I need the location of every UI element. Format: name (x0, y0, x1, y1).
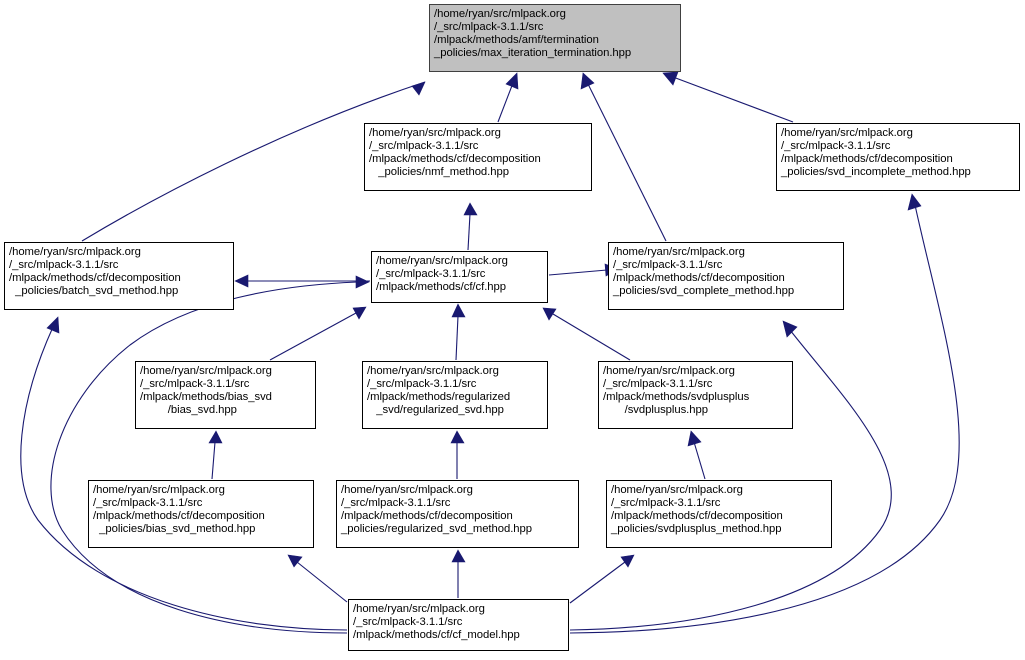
edge-cf_model-to-svd_complete_method (569, 320, 892, 631)
graph-node-nmf_method[interactable]: /home/ryan/src/mlpack.org /_src/mlpack-3… (364, 123, 592, 191)
graph-node-svd_incomplete_method[interactable]: /home/ryan/src/mlpack.org /_src/mlpack-3… (776, 123, 1020, 191)
edge-bias_svd_method-to-bias_svd (208, 430, 223, 480)
graph-node-bias_svd[interactable]: /home/ryan/src/mlpack.org /_src/mlpack-3… (135, 361, 316, 429)
graph-node-max_iteration_termination[interactable]: /home/ryan/src/mlpack.org /_src/mlpack-3… (429, 4, 681, 72)
graph-node-svdplusplus_method[interactable]: /home/ryan/src/mlpack.org /_src/mlpack-3… (606, 480, 832, 548)
edge-cf_model-to-regularized_svd_method (451, 549, 466, 598)
edge-cf_model-to-cf (50, 275, 370, 634)
edge-batch_svd_method-to-max_iteration_termination (81, 81, 426, 242)
edge-cf_model-to-bias_svd_method (287, 554, 348, 603)
graph-node-cf_model[interactable]: /home/ryan/src/mlpack.org /_src/mlpack-3… (348, 599, 569, 651)
edge-cf-to-batch_svd_method (234, 274, 370, 288)
edge-bias_svd-to-cf (269, 306, 367, 361)
graph-node-regularized_svd_method[interactable]: /home/ryan/src/mlpack.org /_src/mlpack-3… (336, 480, 579, 548)
edge-svdplusplus-to-cf (542, 307, 631, 361)
graph-node-svd_complete_method[interactable]: /home/ryan/src/mlpack.org /_src/mlpack-3… (608, 242, 844, 310)
edge-cf_model-to-svdplusplus_method (569, 554, 635, 604)
graph-node-bias_svd_method[interactable]: /home/ryan/src/mlpack.org /_src/mlpack-3… (88, 480, 314, 548)
edge-cf_model-to-batch_svd_method (20, 316, 348, 631)
edge-regularized_svd_method-to-regularized_svd (450, 430, 465, 479)
edge-nmf_method-to-max_iteration_termination (497, 72, 519, 123)
graph-node-regularized_svd[interactable]: /home/ryan/src/mlpack.org /_src/mlpack-3… (362, 361, 548, 429)
edge-cf-to-nmf_method (463, 202, 478, 251)
edge-svd_incomplete_method-to-max_iteration_termination (662, 71, 794, 123)
graph-node-batch_svd_method[interactable]: /home/ryan/src/mlpack.org /_src/mlpack-3… (4, 242, 234, 310)
graph-node-cf[interactable]: /home/ryan/src/mlpack.org /_src/mlpack-3… (371, 251, 548, 303)
edge-cf_model-to-svd_incomplete_method (569, 193, 960, 634)
edge-svd_complete_method-to-max_iteration_termination (580, 72, 667, 242)
edge-regularized_svd-to-cf (451, 303, 466, 361)
edge-svdplusplus_method-to-svdplusplus (687, 430, 706, 480)
graph-node-svdplusplus[interactable]: /home/ryan/src/mlpack.org /_src/mlpack-3… (598, 361, 793, 429)
